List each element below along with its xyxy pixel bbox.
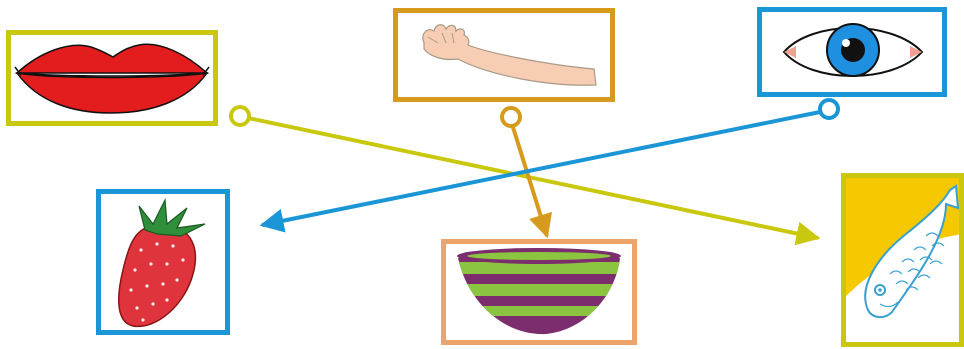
connector-start-lips[interactable] bbox=[231, 107, 249, 125]
connector-start-eye[interactable] bbox=[820, 100, 838, 118]
connector-lips-to-fish bbox=[248, 118, 818, 238]
connector-start-arm[interactable] bbox=[502, 108, 520, 126]
connector-eye-to-strawberry bbox=[262, 112, 820, 225]
